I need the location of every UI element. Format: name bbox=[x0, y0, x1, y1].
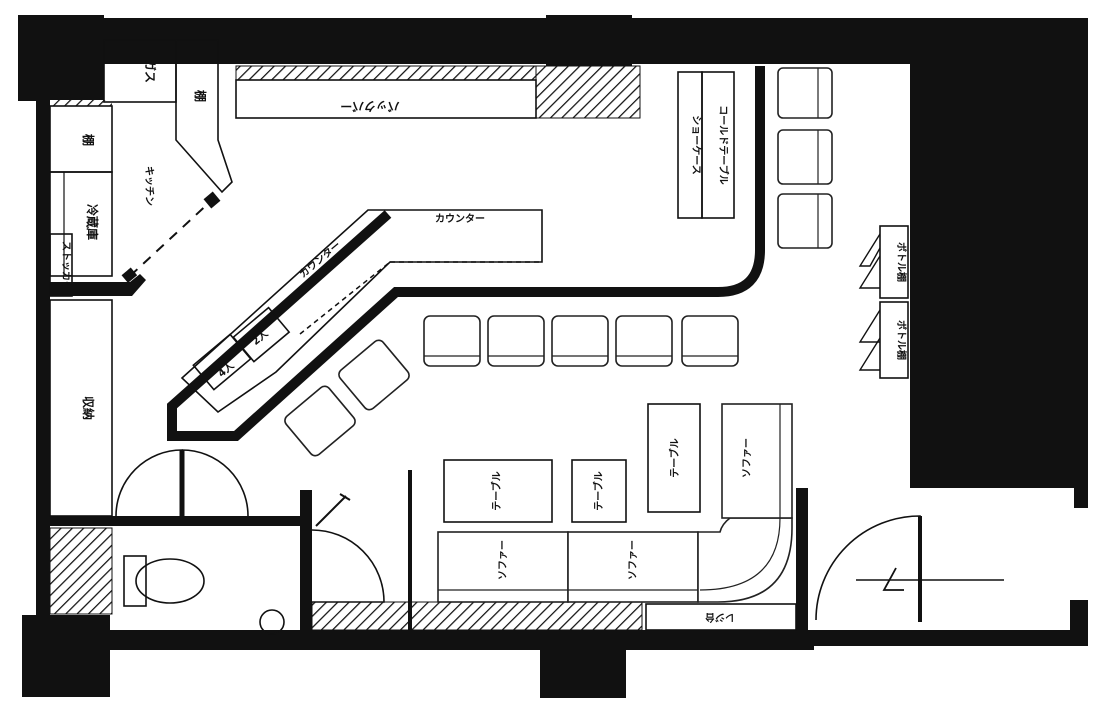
counter-top-label: カウンター bbox=[435, 213, 485, 225]
stool-3 bbox=[551, 315, 609, 367]
stocker-label: ストッカー bbox=[60, 241, 72, 291]
hatched-wall-top-col bbox=[535, 65, 641, 119]
hatched-wall-bottom bbox=[311, 601, 643, 631]
toilet-bowl bbox=[135, 558, 205, 604]
seat-2-box bbox=[232, 306, 291, 363]
back-bar-label: バックバー bbox=[340, 99, 399, 113]
bottle-shelf-zigzag-4 bbox=[858, 337, 881, 371]
refrigerator bbox=[49, 171, 113, 277]
bottle-shelf-1 bbox=[879, 225, 909, 299]
stool-2 bbox=[487, 315, 545, 367]
table-2 bbox=[571, 459, 627, 523]
wall-right-edge bbox=[1074, 18, 1088, 508]
sofa-3 bbox=[721, 403, 793, 519]
sofa-corner bbox=[697, 517, 793, 603]
column-bottom-left bbox=[22, 615, 110, 697]
showcase-label: ショーケース bbox=[690, 115, 702, 175]
stool-6 bbox=[338, 339, 410, 411]
double-door-left bbox=[115, 449, 183, 517]
kitchen-wall-stub bbox=[50, 274, 146, 296]
table-1-label: テーブル bbox=[490, 471, 503, 510]
wall-right-block bbox=[910, 18, 1086, 488]
bar-counter-inner bbox=[178, 66, 754, 430]
sofa-3-label: ソファー bbox=[741, 438, 753, 478]
chair-right-3 bbox=[777, 193, 833, 249]
sofa-2-label: ソファー bbox=[627, 540, 639, 580]
toilet-door bbox=[311, 529, 385, 603]
sofa-1-label: ソファー bbox=[497, 540, 509, 580]
door-handle bbox=[315, 495, 347, 527]
wall-bottom bbox=[104, 630, 814, 650]
table-1 bbox=[443, 459, 553, 523]
bottle-shelf-1-label: ボトル棚 bbox=[895, 242, 908, 282]
kitchen-door-dashed bbox=[129, 199, 213, 277]
kitchen-door-hinge-1 bbox=[203, 191, 221, 209]
entrance-door bbox=[815, 515, 921, 621]
table-2-label: テーブル bbox=[592, 471, 605, 510]
cashier bbox=[645, 603, 797, 631]
kitchen-label: キッチン bbox=[143, 166, 155, 206]
stool-7 bbox=[284, 385, 356, 457]
hatched-wall-top bbox=[235, 65, 545, 81]
toilet-sink bbox=[259, 609, 285, 635]
left-shelf bbox=[49, 105, 113, 173]
counter-dashed-line-2 bbox=[299, 261, 391, 335]
stool-5 bbox=[681, 315, 739, 367]
storage bbox=[49, 299, 113, 517]
bottle-shelf-zigzag-2 bbox=[858, 255, 881, 289]
hatched-wall-toilet bbox=[49, 527, 113, 615]
table-3 bbox=[647, 403, 701, 513]
bottle-shelf-zigzag-3 bbox=[858, 309, 881, 343]
double-door-right bbox=[181, 449, 249, 517]
hatched-strip-left bbox=[50, 100, 112, 106]
entrance-arrow-head bbox=[882, 567, 904, 591]
kitchen-shelf-label: 棚 bbox=[193, 90, 208, 102]
kitchen-shelf bbox=[175, 39, 233, 194]
gas-label: ガス bbox=[143, 59, 158, 83]
wall-partition-toilet-right bbox=[300, 490, 312, 630]
bar-counter-outline bbox=[167, 66, 765, 441]
wall-right-lower bbox=[796, 488, 808, 638]
left-shelf-label: 棚 bbox=[81, 134, 96, 146]
chair-right-2 bbox=[777, 129, 833, 185]
wall-partition-toilet-top bbox=[40, 516, 312, 526]
table-3-label: テーブル bbox=[668, 438, 681, 477]
bottle-shelf-zigzag-1 bbox=[858, 233, 881, 267]
back-bar bbox=[235, 79, 537, 119]
cold-table-label: コールドテーブル bbox=[717, 105, 730, 184]
bottle-shelf-2 bbox=[879, 301, 909, 379]
stool-1 bbox=[423, 315, 481, 367]
refrigerator-label: 冷蔵庫 bbox=[85, 204, 100, 240]
cold-table bbox=[701, 71, 735, 219]
toilet-tank bbox=[123, 555, 147, 607]
kitchen-door-hinge-2 bbox=[121, 267, 138, 283]
wall-left bbox=[36, 100, 50, 620]
stool-4 bbox=[615, 315, 673, 367]
column-top-left bbox=[18, 15, 104, 101]
chair-right-1 bbox=[777, 67, 833, 119]
cashier-label: レジ台 bbox=[705, 611, 735, 624]
storage-label: 収納 bbox=[81, 396, 96, 420]
bottle-shelf-2-label: ボトル棚 bbox=[895, 320, 908, 360]
wall-bottom-right bbox=[806, 630, 1088, 646]
